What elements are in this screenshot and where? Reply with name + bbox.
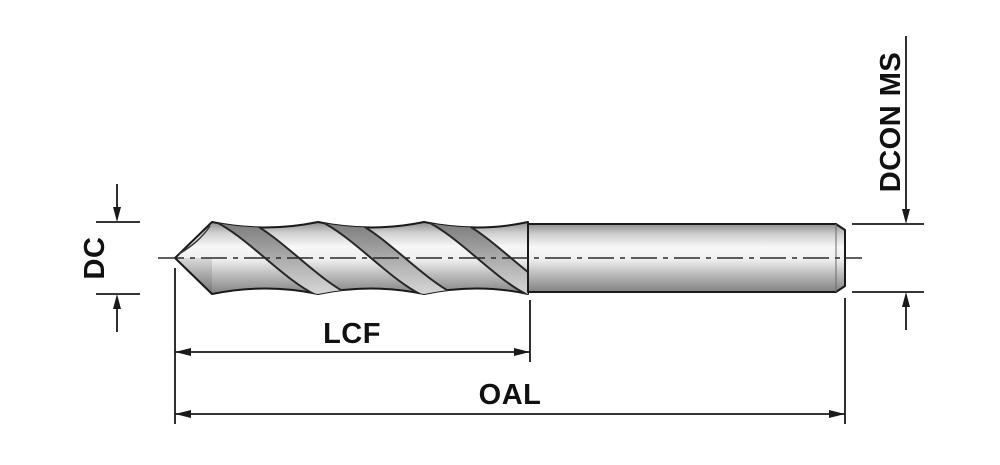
oal-arrowhead-right xyxy=(829,410,845,418)
flute-groove xyxy=(211,222,353,294)
dimension-dcon-ms: DCON MS xyxy=(852,36,924,330)
lcf-arrowhead-left xyxy=(175,348,191,356)
oal-arrowhead-left xyxy=(175,410,191,418)
drill-point-shading xyxy=(175,258,212,294)
lcf-arrowhead-right xyxy=(514,348,530,356)
dcon-arrowhead-up xyxy=(902,292,910,307)
oal-label: OAL xyxy=(479,379,542,411)
dc-label: DC xyxy=(79,237,111,280)
dc-arrowhead-down xyxy=(113,207,121,222)
dcon-ms-label: DCON MS xyxy=(875,52,907,192)
dimension-dc: DC xyxy=(79,184,140,332)
dc-arrowhead-up xyxy=(113,294,121,309)
dcon-arrowhead-down xyxy=(902,209,910,224)
lcf-label: LCF xyxy=(323,318,381,350)
dimension-oal: OAL xyxy=(174,268,846,424)
drill-point-facet-line xyxy=(178,225,211,255)
dimension-lcf: LCF xyxy=(175,300,531,362)
